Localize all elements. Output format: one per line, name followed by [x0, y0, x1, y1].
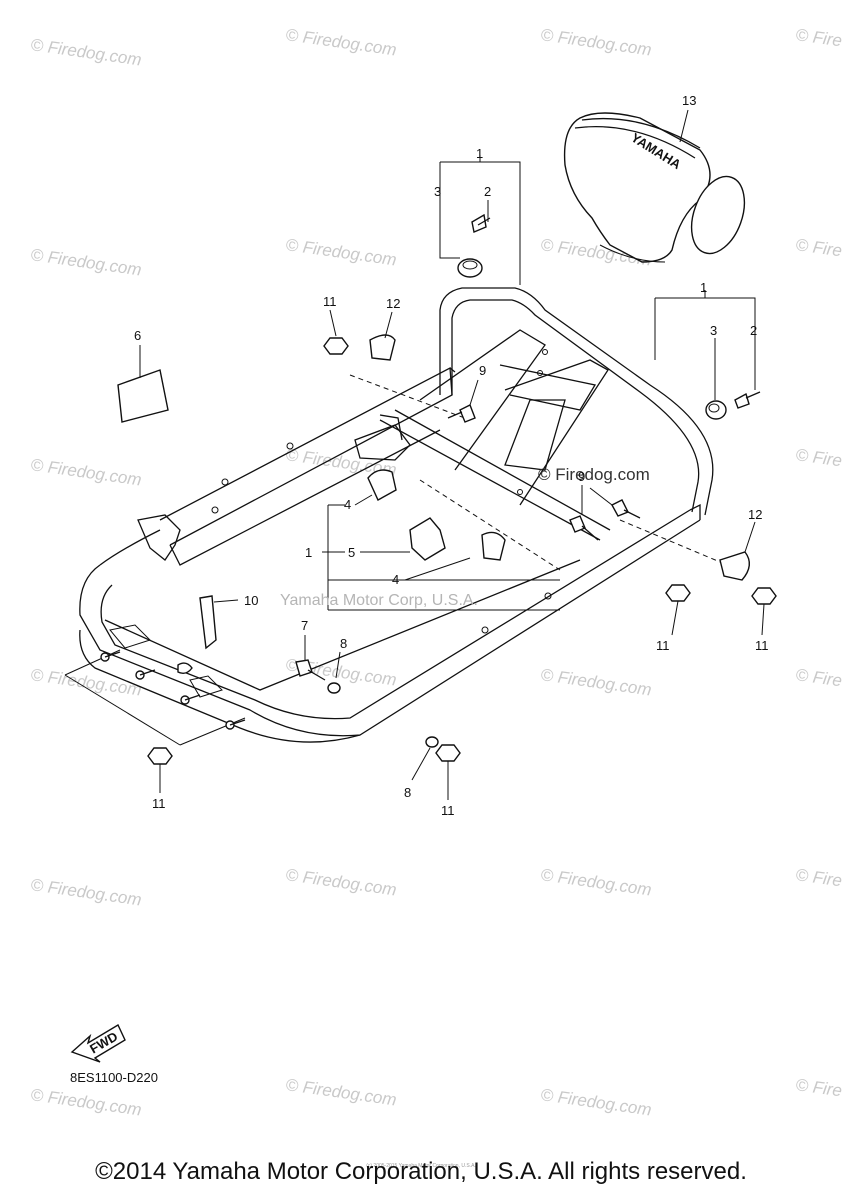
decal-sheet: [117, 345, 169, 423]
diagram-code: 8ES1100-D220: [70, 1070, 158, 1085]
fwd-arrow-icon: FWD: [70, 1024, 126, 1063]
callout-8: 8: [340, 636, 347, 651]
callout-3: 3: [434, 184, 441, 199]
watermark-11: © Firedog.com: [29, 665, 142, 699]
callout-9: 9: [479, 363, 486, 378]
watermark-3: © Firedog.com: [794, 25, 842, 59]
watermark-8: © Firedog.com: [29, 455, 142, 489]
clip-10: [199, 595, 239, 650]
callout-11: 11: [656, 638, 670, 653]
front-studs: [64, 624, 246, 746]
brand-watermark: Yamaha Motor Corp, U.S.A.: [280, 592, 478, 609]
watermark-19: © Firedog.com: [29, 1085, 142, 1119]
watermark-10: © Firedog.com: [794, 445, 842, 479]
watermark-1: © Firedog.com: [284, 25, 397, 59]
callout-2: 2: [750, 323, 757, 338]
watermark-15: © Firedog.com: [29, 875, 142, 909]
watermark-18: © Firedog.com: [794, 865, 842, 899]
callout-4: 4: [344, 497, 351, 512]
bolt-7-washers-8: [295, 635, 439, 781]
callout-3: 3: [710, 323, 717, 338]
watermark-0: © Firedog.com: [29, 35, 142, 69]
hood-cover: YAMAHA: [563, 112, 746, 263]
watermark-5: © Firedog.com: [284, 235, 397, 269]
callout-12: 12: [748, 507, 762, 522]
watermark-22: © Firedog.com: [794, 1075, 842, 1109]
brackets-12: [369, 311, 756, 581]
bolts-9: [447, 379, 641, 541]
fine-print: (c) 2005-2015 Yamaha Motor Corporation, …: [366, 1163, 476, 1169]
watermark-2: © Firedog.com: [539, 25, 652, 59]
callout-12: 12: [386, 296, 400, 311]
watermark-20: © Firedog.com: [284, 1075, 397, 1109]
nuts-11: [147, 309, 777, 800]
callout-7: 7: [301, 618, 308, 633]
watermark-4: © Firedog.com: [29, 245, 142, 279]
watermark-13: © Firedog.com: [539, 665, 652, 699]
damper-assembly-top: [439, 155, 521, 285]
callout-4: 4: [392, 572, 399, 587]
callouts: 1 2 3 1 2 3 1 4 4 5 6 7 8 8 9 9 10 11 11…: [134, 93, 769, 818]
hose-clamps: [322, 469, 560, 611]
callout-6: 6: [134, 328, 141, 343]
watermark-17: © Firedog.com: [539, 865, 652, 899]
callout-11: 11: [152, 796, 166, 811]
callout-8: 8: [404, 785, 411, 800]
callout-13: 13: [682, 93, 696, 108]
frame-body: [79, 287, 721, 743]
center-watermark: © Firedog.com: [538, 465, 650, 484]
callout-10: 10: [244, 593, 258, 608]
callout-9: 9: [578, 469, 585, 484]
watermark-21: © Firedog.com: [539, 1085, 652, 1119]
damper-assembly-right: [654, 290, 761, 420]
watermark-7: © Firedog.com: [794, 235, 842, 269]
callout-1: 1: [305, 545, 312, 560]
callout-1: 1: [700, 280, 707, 295]
watermark-14: © Firedog.com: [794, 665, 842, 699]
watermark-16: © Firedog.com: [284, 865, 397, 899]
callout-11: 11: [755, 638, 769, 653]
callout-11: 11: [441, 803, 455, 818]
callout-1: 1: [476, 146, 483, 161]
copyright-notice: ©2014 Yamaha Motor Corporation, U.S.A. A…: [95, 1158, 747, 1185]
callout-5: 5: [348, 545, 355, 560]
callout-2: 2: [484, 184, 491, 199]
callout-11: 11: [323, 294, 337, 309]
